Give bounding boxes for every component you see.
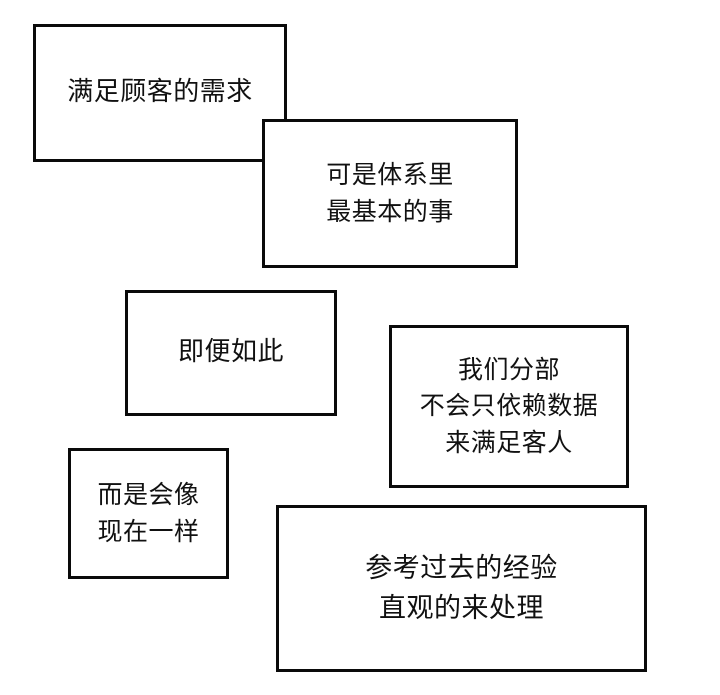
dialogue-text-5: 而是会像 现在一样 xyxy=(97,480,200,546)
dialogue-box-3: 即便如此 xyxy=(125,290,337,416)
dialogue-box-1: 满足顾客的需求 xyxy=(33,24,287,162)
dialogue-box-6: 参考过去的经验 直观的来处理 xyxy=(276,505,647,672)
dialogue-text-3: 即便如此 xyxy=(177,337,284,368)
dialogue-box-4: 我们分部 不会只依赖数据 来满足客人 xyxy=(389,325,629,488)
dialogue-text-1: 满足顾客的需求 xyxy=(67,77,253,108)
dialogue-text-6: 参考过去的经验 直观的来处理 xyxy=(365,553,558,624)
dialogue-box-5: 而是会像 现在一样 xyxy=(68,448,229,579)
dialogue-text-4: 我们分部 不会只依赖数据 来满足客人 xyxy=(419,355,599,457)
dialogue-box-2: 可是体系里 最基本的事 xyxy=(262,119,518,268)
dialogue-text-2: 可是体系里 最基本的事 xyxy=(326,160,454,226)
